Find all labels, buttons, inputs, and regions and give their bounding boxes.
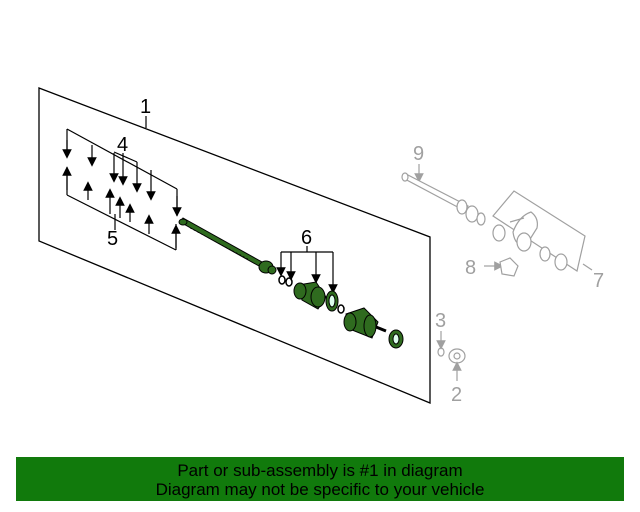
banner-line-2: Diagram may not be specific to your vehi… bbox=[155, 480, 485, 499]
outer-cv-ring bbox=[388, 329, 404, 349]
callout-4: 4 bbox=[117, 134, 128, 156]
callout-2: 2 bbox=[451, 384, 462, 406]
inner-cv-ring bbox=[325, 290, 339, 312]
callout-8: 8 bbox=[465, 257, 476, 279]
callout-2-nut bbox=[448, 348, 466, 381]
callout-3: 3 bbox=[435, 310, 446, 332]
callout-5-arrows bbox=[62, 166, 181, 248]
banner-line-1: Part or sub-assembly is #1 in diagram bbox=[177, 461, 463, 480]
axle-shaft bbox=[178, 217, 277, 275]
callout-1: 1 bbox=[140, 96, 151, 118]
boot-clamps bbox=[278, 275, 345, 314]
callout-7: 7 bbox=[593, 270, 604, 292]
callout-5: 5 bbox=[107, 228, 118, 250]
assembly-panel bbox=[38, 87, 431, 404]
inner-boot bbox=[293, 281, 327, 310]
outer-boot bbox=[343, 307, 387, 339]
callout-3-clip bbox=[436, 331, 446, 357]
callout-6: 6 bbox=[301, 227, 312, 249]
diagram-notice-banner: Part or sub-assembly is #1 in diagram Di… bbox=[16, 457, 624, 501]
callout-4-arrows bbox=[62, 140, 182, 217]
callout-9: 9 bbox=[413, 143, 424, 165]
callout-7-bearing-bracket bbox=[492, 190, 593, 272]
callout-9-intermediate-shaft bbox=[401, 164, 486, 226]
callout-6-bracket bbox=[276, 246, 338, 294]
callout-8-bolt bbox=[484, 257, 519, 277]
